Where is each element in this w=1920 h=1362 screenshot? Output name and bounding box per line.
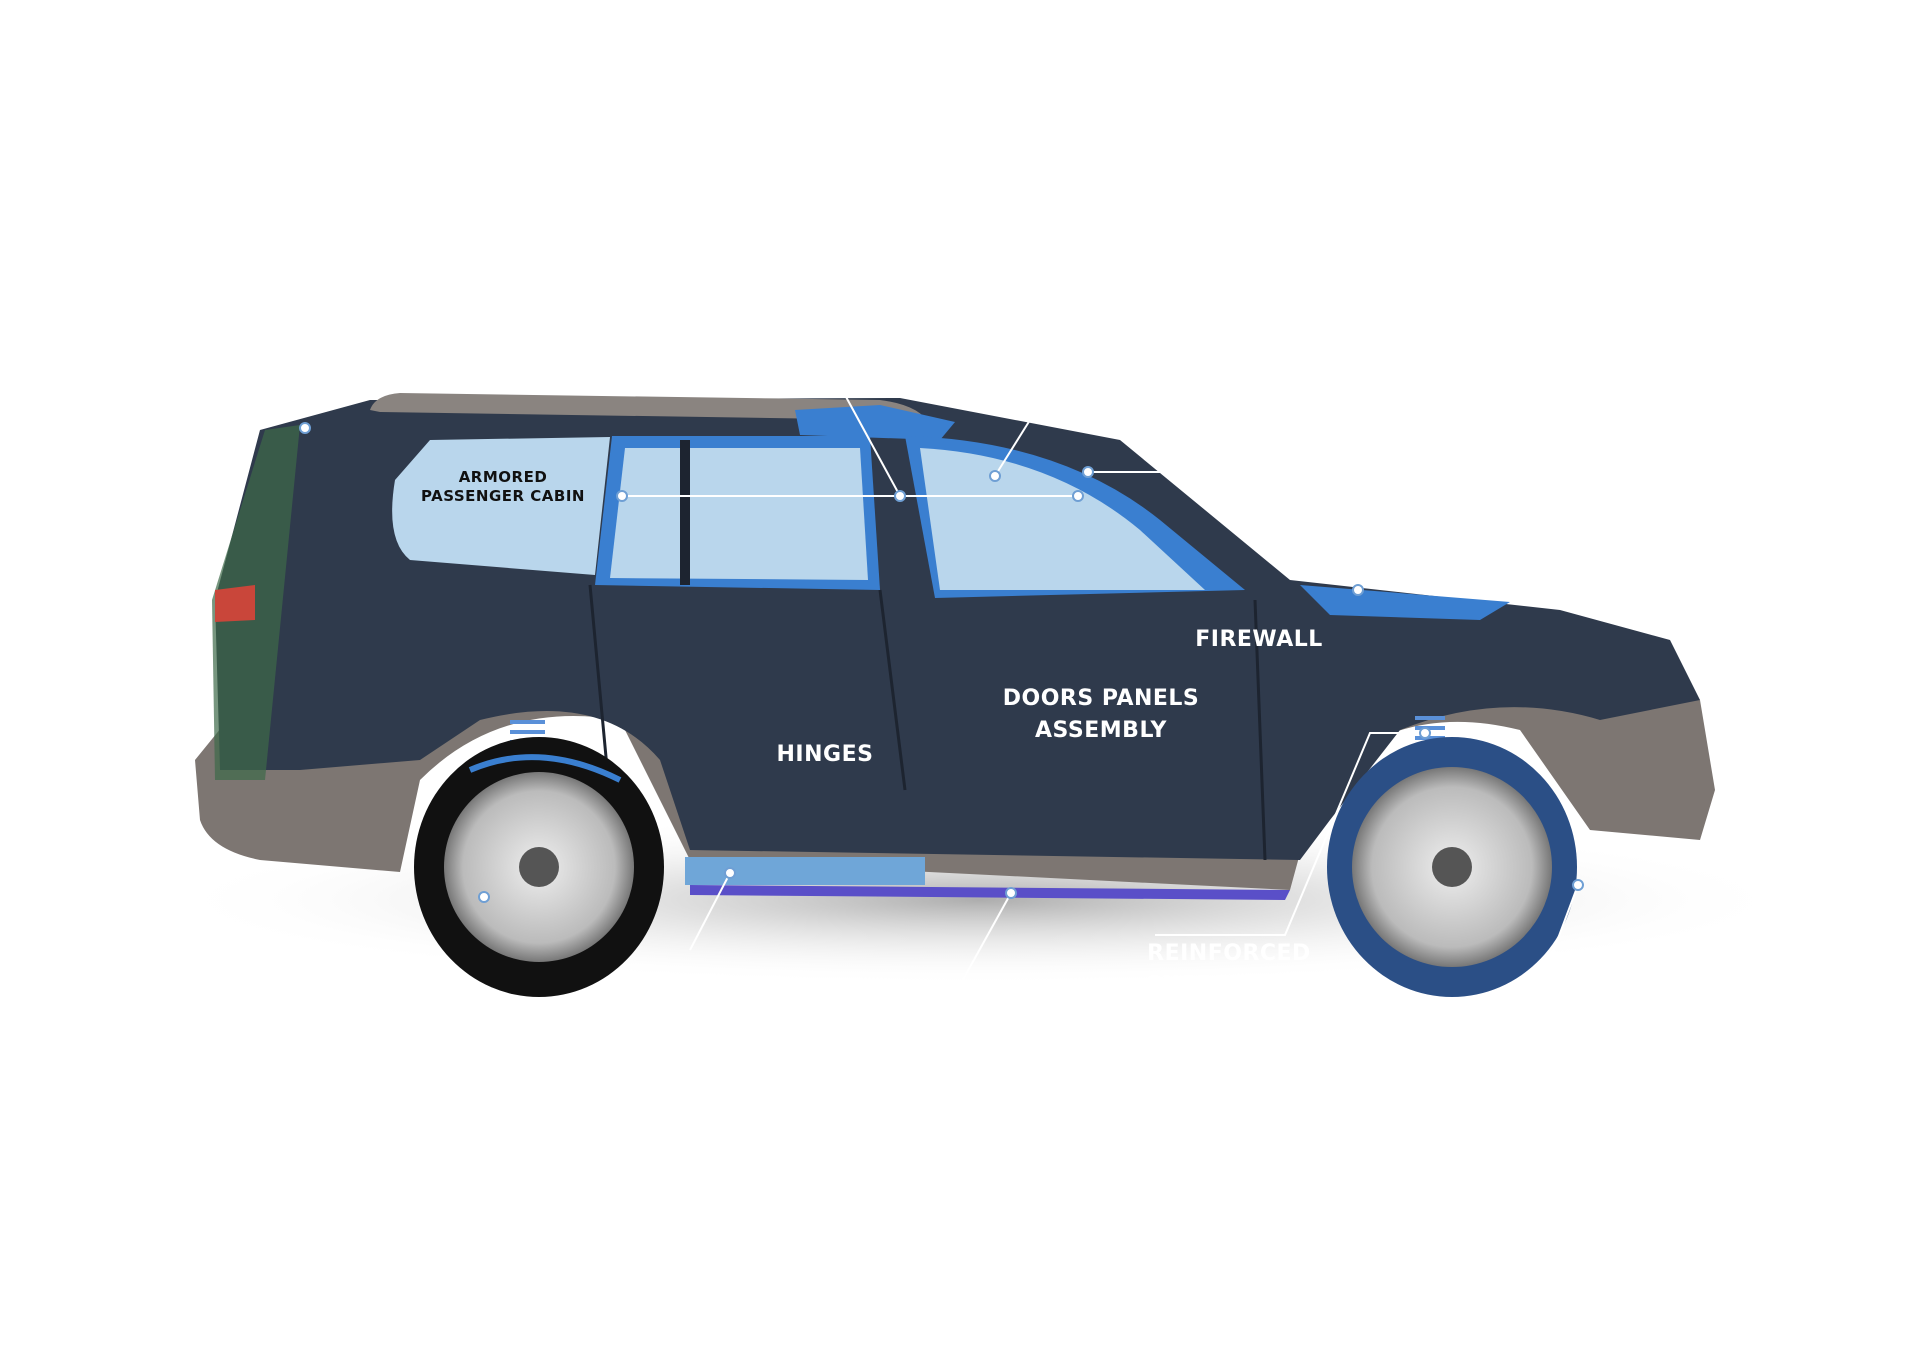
label-hinges: HINGES [776, 742, 874, 767]
roof-armor [795, 405, 955, 440]
label-reinforced-suspension: REINFORCED SUSPENSION [1146, 938, 1311, 1002]
sill-armor [690, 885, 1290, 900]
label-firewall: FIREWALL [1195, 627, 1323, 652]
rocker-panel-armor [685, 857, 925, 885]
rear-section [212, 425, 300, 780]
b-pillar [680, 440, 690, 585]
front-door-glass [920, 448, 1205, 590]
label-line: DOORS PANELS [1002, 686, 1200, 711]
callout-dots [299, 422, 1584, 903]
label-line: ARMORED [458, 468, 548, 486]
label-armored-passenger-cabin: ARMORED PASSENGER CABIN [421, 468, 585, 506]
tail-light [215, 585, 255, 622]
label-line: SUSPENSION [1146, 973, 1312, 998]
label-line: ASSEMBLY [1035, 718, 1167, 743]
label-doors-panels-assembly: DOORS PANELS ASSEMBLY [1003, 683, 1200, 747]
rear-quarter-glass [392, 437, 610, 575]
rear-door-glass [610, 448, 868, 580]
hood-armor [1300, 585, 1510, 620]
roof-rail [370, 393, 930, 425]
callout-lines [622, 394, 1579, 986]
front-wheel [1327, 737, 1577, 997]
label-line: PASSENGER CABIN [421, 487, 585, 505]
rear-wheel [414, 737, 664, 997]
label-line: REINFORCED [1147, 941, 1311, 966]
